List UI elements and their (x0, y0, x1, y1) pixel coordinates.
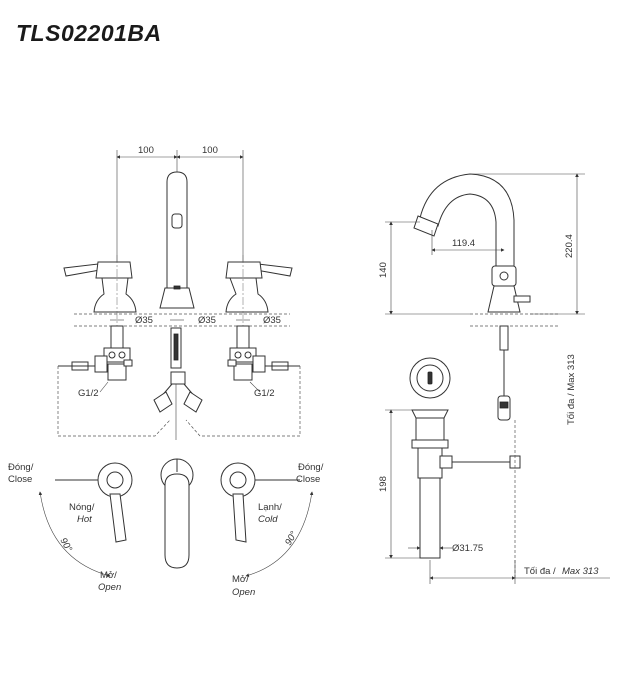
left-angle: 90° (57, 536, 74, 554)
left-handle-lever-top (109, 493, 127, 543)
drain-tailpiece (419, 477, 441, 559)
left-open-label: Mở/ (100, 570, 117, 581)
right-valve-body (225, 277, 269, 313)
max-horizontal-value: Max 313 (562, 566, 599, 577)
dim-left-spacing: 100 (138, 145, 154, 156)
left-hot-en: Hot (77, 514, 92, 525)
right-cold-en: Cold (258, 514, 278, 525)
right-close-label: Đóng/ (298, 462, 324, 473)
left-hose-fitting (71, 361, 89, 371)
right-close-en: Close (296, 474, 320, 485)
max-vertical: Tối đa / Max 313 (566, 354, 577, 425)
drain-flange (411, 409, 449, 419)
max-horizontal-prefix: Tối đa / (524, 566, 556, 577)
pop-up-rod (513, 295, 531, 303)
left-hot-label: Nóng/ (69, 502, 95, 513)
dim-pipe: Ø31.75 (452, 543, 483, 554)
thread-right: G1/2 (254, 388, 275, 399)
dim-reach: 119.4 (452, 238, 475, 249)
left-close-en: Close (8, 474, 32, 485)
front-view: 100 100 Ø35 Ø35 Ø35 (57, 145, 301, 440)
aerator (171, 213, 183, 229)
right-angle: 90° (283, 529, 300, 547)
right-open-label: Mở/ (232, 574, 249, 585)
handle-rotation-views: Đóng/ Close Nóng/ Hot 90° Mở/ Open Đóng/… (8, 458, 324, 598)
thread-left: G1/2 (78, 388, 99, 399)
right-open-en: Open (232, 587, 255, 598)
spout-top-view (164, 473, 190, 569)
model-title: TLS02201BA (16, 20, 162, 46)
dia-right: Ø35 (263, 315, 281, 326)
right-hose-fitting (271, 361, 289, 371)
dia-center: Ø35 (198, 315, 216, 326)
right-handle-cap (225, 261, 263, 279)
dim-height: 220.4 (564, 234, 575, 258)
spout-body (166, 171, 188, 289)
left-open-en: Open (98, 582, 121, 593)
left-handle-lever (63, 263, 101, 277)
left-close-label: Đóng/ (8, 462, 34, 473)
side-view: 119.4 220.4 140 Tối đa / Max 313 (378, 173, 610, 584)
dim-right-spacing: 100 (202, 145, 218, 156)
right-handle-lever-top (232, 493, 247, 543)
left-handle-cap (95, 261, 133, 279)
right-cold-label: Lạnh/ (258, 502, 282, 513)
dia-left: Ø35 (135, 315, 153, 326)
dim-spout-height: 140 (378, 262, 389, 278)
left-valve-body (93, 277, 137, 313)
spout-base (159, 287, 195, 309)
side-spout (419, 173, 515, 269)
dim-drain: 198 (378, 476, 389, 492)
